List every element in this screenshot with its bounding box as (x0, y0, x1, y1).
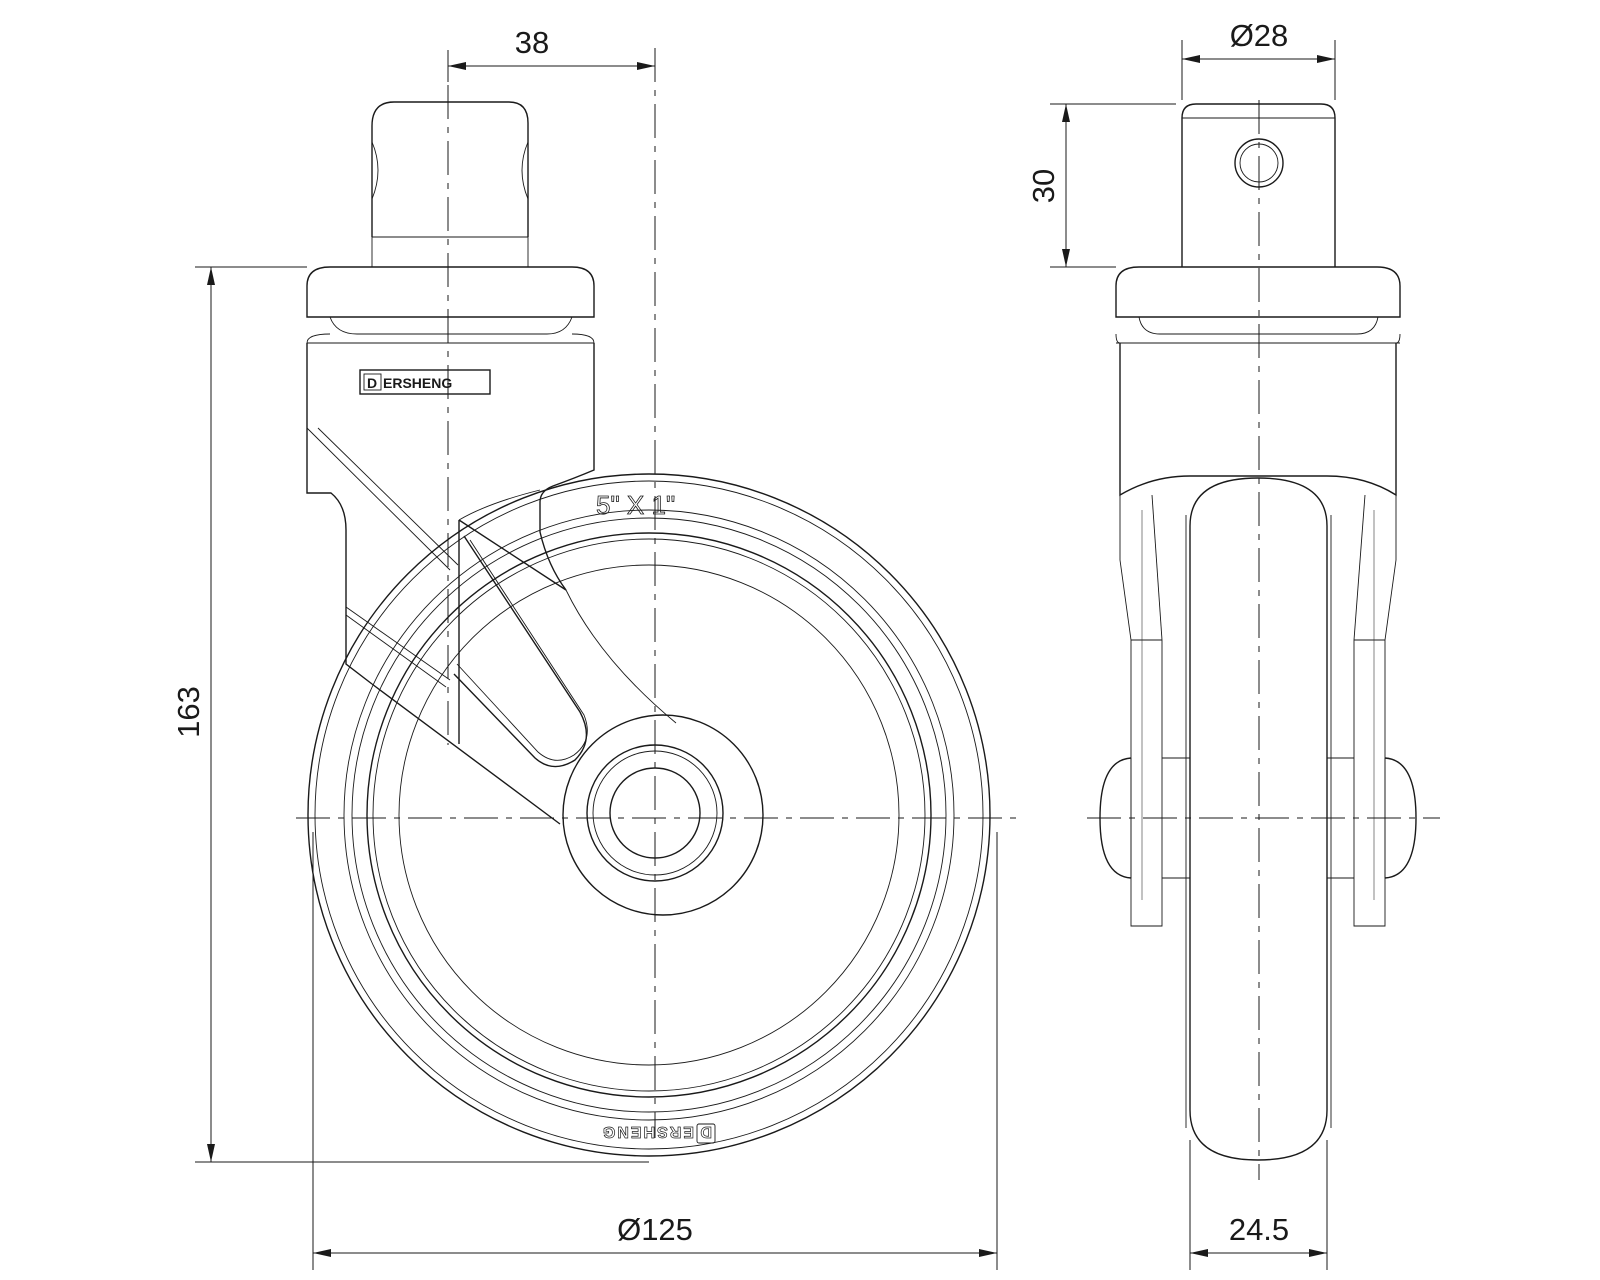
front-wheel (307, 473, 991, 1157)
dim-wheel-diameter: Ø125 (312, 832, 998, 1270)
tire-brand-molded: D ERSHENG (601, 1123, 716, 1144)
front-center-lines (296, 48, 1020, 1138)
side-top-plate (1115, 266, 1401, 344)
side-wheel (1162, 477, 1354, 1161)
housing-brand-initial: D (367, 375, 377, 391)
front-top-plate (306, 266, 595, 344)
tire-brand-initial: D (698, 1123, 712, 1140)
dim-wheel-width-label: 24.5 (1229, 1212, 1289, 1247)
side-center-lines (1087, 100, 1440, 1180)
dim-stem-length: 30 (1026, 103, 1176, 268)
side-view: Ø28 30 24.5 (1026, 18, 1440, 1270)
front-view: 5" X 1" D ERSHENG (171, 25, 1020, 1270)
dim-stem-offset: 38 (447, 25, 655, 82)
dim-wheel-width: 24.5 (1189, 1140, 1328, 1270)
dim-overall-height-label: 163 (171, 686, 206, 738)
dim-wheel-diameter-label: Ø125 (617, 1212, 693, 1247)
front-stem (371, 101, 529, 267)
dim-stem-diameter-label: Ø28 (1230, 18, 1289, 53)
front-fork (306, 343, 764, 916)
side-fork (1099, 343, 1417, 927)
tire-brand-text: ERSHENG (601, 1123, 694, 1140)
housing-brand-text: ERSHENG (383, 375, 452, 391)
dim-stem-length-label: 30 (1026, 169, 1061, 203)
dim-overall-height: 163 (171, 266, 649, 1163)
dim-stem-diameter: Ø28 (1181, 18, 1336, 100)
tire-size-marking: 5" X 1" (596, 490, 675, 520)
dim-stem-offset-label: 38 (515, 25, 549, 60)
housing-brand-plate: D ERSHENG (359, 369, 491, 395)
